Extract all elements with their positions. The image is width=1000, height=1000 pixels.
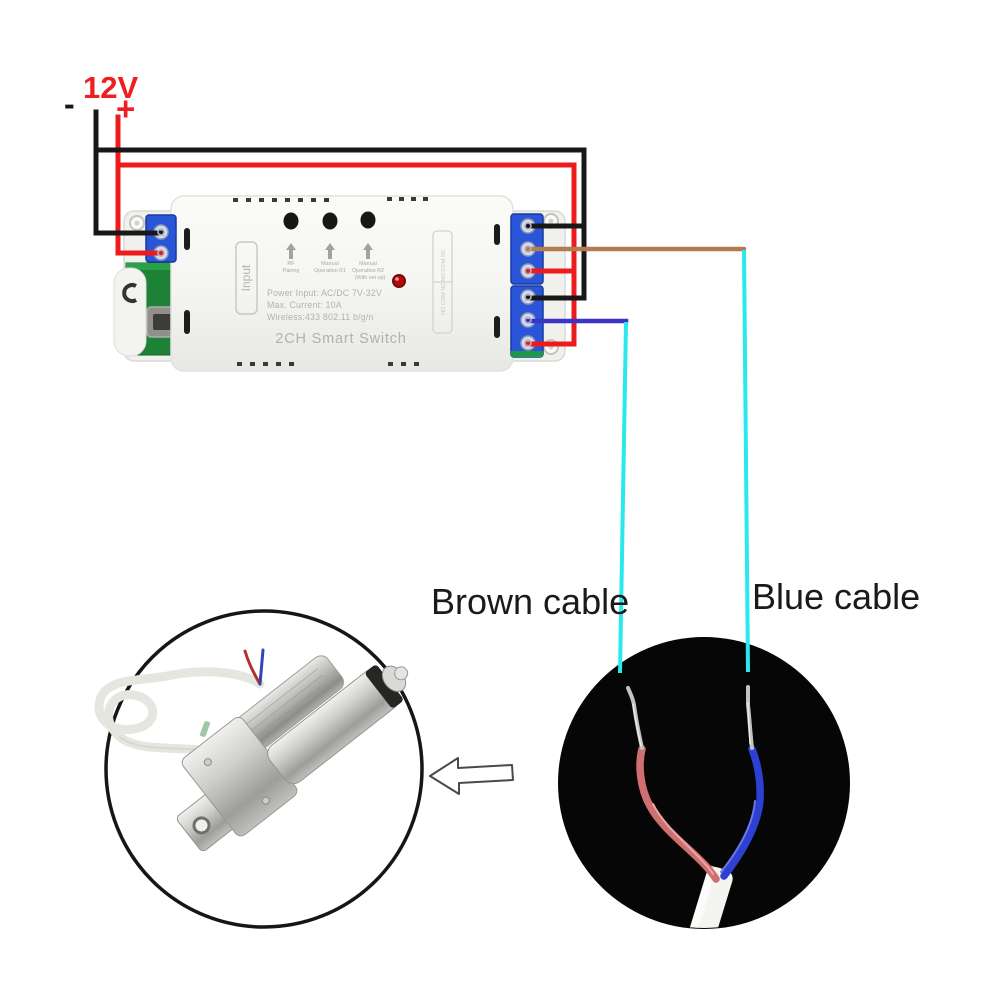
indicator-line-left — [618, 321, 628, 674]
vent-dots — [233, 197, 435, 366]
positive-terminal-label: + — [116, 90, 136, 127]
button-captions: RF Pairing Manual Operation R1 Manual Op… — [283, 261, 386, 281]
side-slots — [184, 224, 500, 338]
button-caption: Manual — [321, 261, 339, 267]
spec-line: Wireless:433 802.11 b/g/n — [267, 312, 374, 322]
supply-voltage-label: 12V — [83, 70, 139, 105]
button-hole-2[interactable] — [322, 212, 338, 230]
button-caption: Operation R1 — [314, 268, 346, 274]
actuator-photo-circle — [94, 609, 424, 929]
brown-cable-label: Brown cable — [431, 581, 630, 622]
case-bump — [113, 267, 147, 357]
input-label-box — [235, 241, 258, 315]
arrow-left-icon — [429, 757, 514, 795]
up-arrow-icon — [325, 243, 335, 259]
positive-wire-to-input — [115, 114, 164, 256]
up-arrow-icon — [363, 243, 373, 259]
cable-tie — [200, 721, 210, 737]
device-specs: Power Input: AC/DC 7V-32V Max. Current: … — [267, 288, 382, 322]
button-caption: Operation R2 — [352, 268, 384, 274]
up-arrow-icons — [286, 243, 373, 259]
button-caption: (With set up) — [355, 275, 386, 281]
spec-line: Power Input: AC/DC 7V-32V — [267, 288, 382, 298]
device-name: 2CH Smart Switch — [275, 331, 406, 347]
smart-switch-device: RF Pairing Manual Operation R1 Manual Op… — [113, 195, 566, 372]
cable-circle-background — [558, 637, 850, 929]
cable-photo-content — [626, 685, 764, 928]
positive-wire — [115, 114, 577, 347]
actuator-blue-wire — [258, 648, 265, 686]
photo-blue-wire — [720, 745, 764, 880]
status-led — [392, 274, 406, 288]
indicator-line-right — [742, 249, 750, 673]
actuator-body — [176, 655, 409, 852]
up-arrow-icon — [286, 243, 296, 259]
negative-terminal-label: - — [64, 86, 75, 122]
cable-sheath — [685, 867, 733, 928]
button-caption: Pairing — [283, 268, 300, 274]
blue-cable-label: Blue cable — [752, 576, 921, 617]
actuator-red-wire — [243, 649, 262, 686]
button-caption: RF — [287, 261, 295, 267]
cable-photo-circle — [558, 637, 850, 929]
button-hole-3[interactable] — [360, 211, 376, 229]
button-hole-1[interactable] — [283, 212, 299, 230]
screw-slots — [157, 222, 532, 347]
positive-wire-bus — [115, 162, 577, 347]
spec-line: Max. Current: 10A — [267, 300, 342, 310]
input-label: Input — [239, 264, 253, 291]
button-caption: Manual — [359, 261, 377, 267]
terminal-label: NO COM NC NO COM NC — [441, 249, 447, 315]
linear-actuator-photo — [94, 648, 409, 852]
button-holes — [283, 211, 376, 230]
